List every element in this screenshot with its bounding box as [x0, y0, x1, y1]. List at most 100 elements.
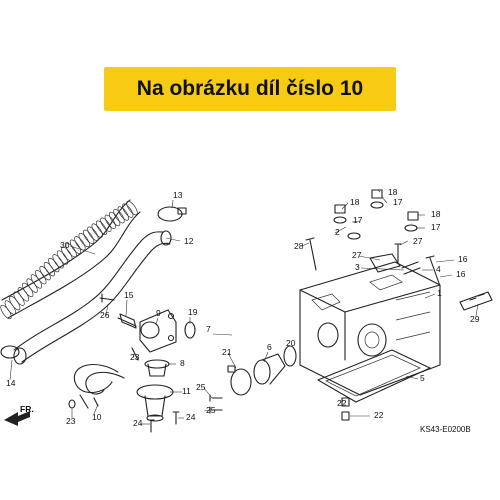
sensor-15: [117, 313, 137, 329]
callout-25: 25: [196, 382, 206, 392]
callout-17: 17: [393, 197, 403, 207]
leader-line: [301, 242, 310, 247]
callout-28: 28: [294, 241, 304, 251]
callout-22: 22: [337, 398, 347, 408]
leader-line: [203, 409, 213, 412]
callout-22: 22: [374, 410, 384, 420]
tube-coil: [52, 254, 64, 269]
tube-coil: [126, 200, 138, 216]
hose: [13, 230, 172, 363]
leader-line: [203, 387, 213, 399]
front-direction-arrow: [4, 411, 30, 426]
clamp-13: [157, 206, 187, 222]
tube-coil: [78, 232, 90, 248]
leader-line: [358, 255, 381, 261]
cylinder-head: [299, 261, 441, 396]
tube-coil: [43, 261, 56, 277]
cap-18b: [371, 189, 383, 199]
leader-line: [105, 303, 109, 317]
leader-line: [132, 353, 135, 359]
leader-line: [155, 317, 159, 325]
tube-10: [73, 364, 125, 409]
leader-line: [377, 189, 381, 193]
tube-coil: [100, 217, 112, 232]
leader-line: [69, 245, 96, 255]
tube-coil: [61, 246, 73, 261]
tube-coil: [39, 265, 51, 281]
tube-coil: [56, 250, 69, 265]
tube-coil: [95, 220, 108, 235]
callout-24: 24: [133, 418, 143, 428]
dowel-22b: [341, 411, 350, 421]
callout-30: 30: [60, 240, 70, 250]
bolt-28: [305, 237, 317, 271]
pipe-joint-6: [253, 353, 286, 385]
callout-8: 8: [180, 358, 185, 368]
leader-line: [171, 199, 174, 209]
callout-17: 17: [353, 215, 363, 225]
callout-16: 16: [458, 254, 468, 264]
callout-10: 10: [92, 412, 102, 422]
gasket-5: [317, 349, 431, 403]
leader-line: [435, 259, 455, 263]
leader-line: [227, 352, 237, 369]
screw-23a: [131, 347, 139, 361]
callout-17: 17: [431, 222, 441, 232]
thermostat-cover-11: [136, 384, 174, 422]
bolt-26: [99, 293, 115, 303]
tube-coil: [108, 211, 121, 227]
callout-25: 25: [206, 405, 216, 415]
dowel-22a: [341, 397, 350, 407]
callout-5: 5: [420, 373, 425, 383]
callout-24: 24: [186, 412, 196, 422]
callout-19: 19: [188, 307, 198, 317]
tube-coil: [30, 274, 43, 289]
leader-line: [360, 267, 405, 271]
callout-23: 23: [130, 352, 140, 362]
callout-11: 11: [182, 386, 191, 396]
leader-line: [334, 226, 347, 234]
callout-18: 18: [431, 209, 441, 219]
leader-line: [212, 333, 233, 336]
cap-18a: [334, 204, 346, 214]
tube-coil: [87, 226, 99, 241]
tube-coil: [122, 203, 134, 218]
callout-27: 27: [413, 236, 423, 246]
tube-coil: [0, 304, 12, 320]
tube-coil: [69, 239, 82, 254]
callout-7: 7: [206, 324, 211, 334]
tube-coil: [65, 243, 77, 258]
banner-text: Na obrázku díl číslo 10: [136, 77, 364, 100]
leader-line: [93, 403, 99, 415]
callout-18: 18: [350, 197, 360, 207]
tube-coil: [104, 214, 116, 229]
front-marker: FR.: [20, 404, 34, 414]
part-number-banner: Na obrázku díl číslo 10: [104, 67, 396, 111]
leader-line: [165, 237, 181, 242]
washer-17d: [347, 232, 361, 240]
callout-27: 27: [352, 250, 362, 260]
leader-line: [9, 359, 13, 381]
callout-4: 4: [436, 264, 441, 274]
tube-coil: [26, 278, 38, 293]
stud-27: [394, 243, 402, 263]
tube-coil: [91, 223, 103, 238]
washer-17c: [404, 224, 418, 232]
clamp-14: [0, 345, 27, 365]
pin-4: [401, 261, 421, 275]
tube-coil: [82, 229, 95, 244]
screw-25a: [209, 394, 223, 402]
callout-13: 13: [173, 190, 183, 200]
tube-coil: [117, 206, 129, 221]
leader-line: [125, 299, 128, 317]
callout-15: 15: [124, 290, 134, 300]
clamp-band-21: [227, 365, 252, 396]
callout-21: 21: [222, 347, 232, 357]
callout-3: 3: [355, 262, 360, 272]
callout-6: 6: [267, 342, 272, 352]
o-ring-19: [184, 321, 196, 339]
callout-16: 16: [456, 269, 466, 279]
callout-1: 1: [437, 288, 442, 298]
o-ring-20: [283, 345, 297, 367]
callout-18: 18: [388, 187, 398, 197]
